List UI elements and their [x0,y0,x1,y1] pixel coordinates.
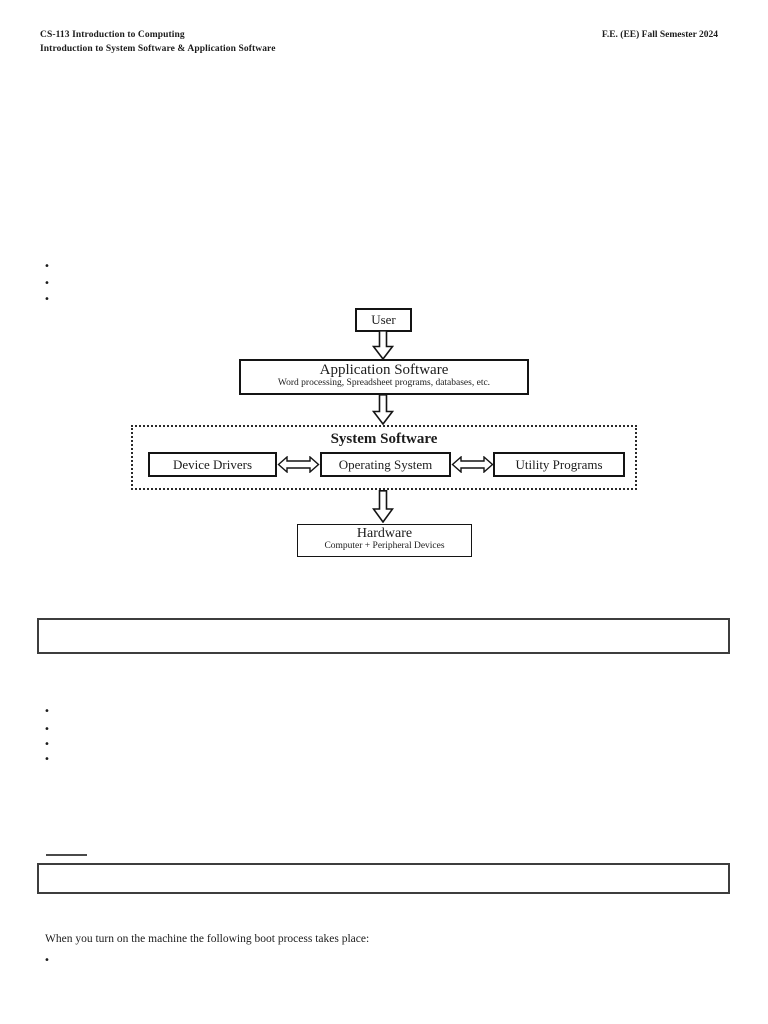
diagram-hardware-box: Hardware Computer + Peripheral Devices [297,524,472,557]
list-item: • [44,737,50,751]
double-arrow-icon [451,456,494,473]
bullet-marker: • [44,955,50,966]
application-software-title: Application Software [319,362,449,378]
diagram-application-software-box: Application Software Word processing, Sp… [239,359,529,395]
diagram-device-drivers-box: Device Drivers [148,452,277,477]
diagram-utility-programs-box: Utility Programs [493,452,625,477]
bullet-marker: • [44,754,50,765]
list-item: • [44,259,50,273]
list-item: • [44,292,50,306]
bullet-marker: • [44,261,50,272]
down-arrow-icon [372,394,394,425]
course-code-line: CS-113 Introduction to Computing [40,30,185,40]
list-item: • [44,752,50,766]
diagram-user-box: User [355,308,412,332]
bullet-marker: • [44,739,50,750]
header-left: CS-113 Introduction to Computing Introdu… [40,28,276,56]
double-arrow-icon [277,456,320,473]
hardware-subtitle: Computer + Peripheral Devices [324,541,445,551]
semester-label: F.E. (EE) Fall Semester 2024 [601,30,718,40]
lecture-topic-line: Introduction to System Software & Applic… [40,44,276,54]
bullet-marker: • [44,706,50,717]
down-arrow-icon [372,490,394,523]
diagram-operating-system-box: Operating System [320,452,451,477]
list-item: • [44,276,50,290]
section-heading-box-2 [37,863,730,894]
boot-process-text: When you turn on the machine the followi… [45,933,370,945]
bullet-marker: • [44,724,50,735]
application-software-subtitle: Word processing, Spreadsheet programs, d… [277,378,491,388]
bullet-marker: • [44,294,50,305]
bullet-marker: • [44,278,50,289]
hardware-title: Hardware [356,526,413,541]
system-software-title: System Software [330,431,438,447]
section-heading-box-1 [37,618,730,654]
diagram-system-software-group: System Software Device Drivers Operating… [131,425,637,490]
list-item: • [44,953,50,967]
blank-underline [46,846,87,856]
list-item: • [44,704,50,718]
down-arrow-icon [372,330,394,360]
list-item: • [44,722,50,736]
user-box-label: User [371,312,396,327]
